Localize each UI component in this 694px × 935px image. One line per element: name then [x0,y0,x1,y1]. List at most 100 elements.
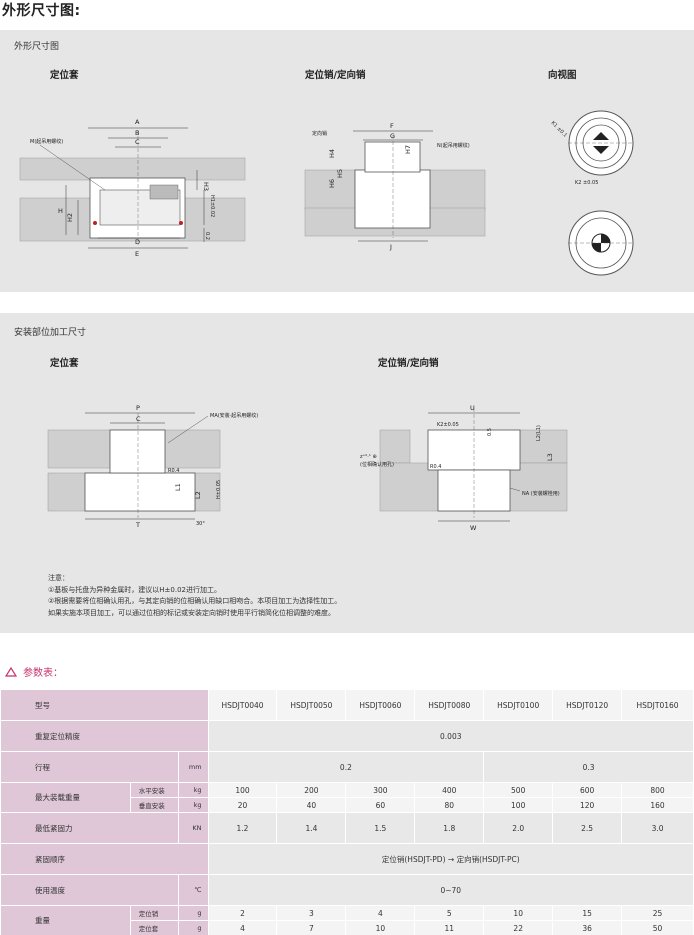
weight-pin-cell: 10 [483,905,554,921]
row-label-model: 型号 [0,689,209,721]
weight-sleeve-cell: 10 [345,920,416,935]
load-h-cell: 600 [552,782,623,798]
table-row-load-v: 垂直安装 kg 20 40 60 80 100 120 160 [1,797,694,813]
unit-clamp: KN [177,812,209,844]
label-M: M(起吊用螺纹) [30,138,63,145]
model-cell: HSDJT0160 [621,689,694,721]
table-row-accuracy: 重复定位精度 0.003 [0,720,694,752]
model-cell: HSDJT0050 [276,689,347,721]
label-K1: K1 ±0.1 [550,120,569,139]
installation-machining-panel: 安装部位加工尺寸 定位套 定位销/定向销 P C T MA(安装·起吊用螺纹) … [0,313,694,633]
arrow-view-drawing: K1 ±0.1 K2 ±0.05 [550,110,634,276]
label-P: P [136,404,140,412]
accuracy-value: 0.003 [207,720,694,752]
label-NA: NA (安装螺栓用) [522,490,560,497]
load-h-cell: 400 [414,782,485,798]
table-row-load-h: 最大装载重量 水平安装 kg 100 200 300 400 500 600 8… [0,782,694,813]
row-label-order: 紧固顺序 [0,843,209,875]
stroke-value-2: 0.3 [483,751,694,783]
row-label-load: 最大装载重量 [0,782,131,813]
weight-sleeve-cell: 22 [483,920,554,935]
label-U: U [470,404,475,412]
weight-sleeve-cell: 4 [207,920,278,935]
table-row-model: 型号 HSDJT0040 HSDJT0050 HSDJT0060 HSDJT00… [0,689,694,721]
sleeve-drawing: A B C D E H H2 H3 H1±0.02 0.2 M(起吊用螺纹) [19,118,246,258]
clamp-cell: 3.0 [621,812,694,844]
weight-sleeve-label: 定位套 [129,920,179,935]
load-v-cell: 40 [276,797,347,813]
weight-sleeve-cell: 11 [414,920,485,935]
load-v-cell: 120 [552,797,623,813]
param-title-text: 参数表： [23,668,63,679]
load-h-label: 水平安装 [129,782,179,798]
row-label-weight: 重量 [0,905,131,935]
notes: 注意： ①基板与托盘为异种金属时，建议以H±0.02进行加工。 ②根据需要将位相… [48,573,341,619]
table-row-stroke: 行程 mm 0.2 0.3 [0,751,694,783]
label-A: A [135,118,140,126]
label-W: W [470,524,477,532]
pin-hole-drawing: U W K2±0.05 0.5 L2(L1) L3 R0.4 NA (安装螺栓用… [360,404,568,532]
weight-pin-cell: 5 [414,905,485,921]
label-B: B [135,129,139,137]
outline-drawing: A B C D E H H2 H3 H1±0.02 0.2 M(起吊用螺纹) F… [19,110,634,276]
weight-pin-cell: 2 [207,905,278,921]
label-H: H [58,207,63,215]
unit-temp: ℃ [177,874,209,906]
weight-pin-cell: 3 [276,905,347,921]
label-H: H±0.05 [216,480,222,499]
label-K2: K2 ±0.05 [575,180,598,186]
label-L2L1: L2(L1) [536,425,542,441]
note-line: 如果实施本项目加工，可以通过位相的标记或安装定向销时使用平行销简化位相调整的难度… [48,608,335,617]
label-H6: H6 [328,179,336,188]
label-05: 0.5 [487,428,493,436]
load-v-cell: 100 [483,797,554,813]
sleeve-hole-drawing: P C T MA(安装·起吊用螺纹) R0.4 L1 L2 H±0.05 30° [47,404,258,529]
load-v-cell: 160 [621,797,694,813]
label-H3: H3 [202,182,210,191]
note-line: 注意： [48,574,69,582]
load-h-cell: 200 [276,782,347,798]
table-row-temp: 使用温度 ℃ 0~70 [0,874,694,906]
load-h-cell: 300 [345,782,416,798]
label-02: 0.2 [204,232,210,240]
label-H5: H5 [336,169,344,178]
load-h-cell: 800 [621,782,694,798]
clamp-cell: 1.4 [276,812,347,844]
table-row-weight-sleeve: 定位套 g 4 7 10 11 22 36 50 [1,920,694,935]
label-hole: (位相确认用孔) [360,461,394,468]
label-phi: z⁺⁰·¹ ⊕ [360,454,377,460]
page-heading: 外形尺寸图: [2,3,81,19]
pin-drawing: F G J H4 H6 H5 H7 定向销 N(起吊用螺纹) [304,122,486,251]
model-cell: HSDJT0100 [483,689,554,721]
label-N: N(起吊用螺纹) [437,142,470,149]
outline-dimension-panel: 外形尺寸图 定位套 定位销/定向销 向视图 A B C [0,30,694,292]
label-T: T [135,521,140,529]
table-row-clamp: 最低紧固力 KN 1.2 1.4 1.5 1.8 2.0 2.5 3.0 [0,812,694,844]
load-v-label: 垂直安装 [129,797,179,813]
order-value: 定位销(HSDJT-PD) → 定向销(HSDJT-PC) [207,843,694,875]
section-title-pin: 定位销/定向销 [378,358,439,369]
installation-drawing: P C T MA(安装·起吊用螺纹) R0.4 L1 L2 H±0.05 30°… [47,404,568,532]
row-label-accuracy: 重复定位精度 [0,720,209,752]
label-R04: R0.4 [168,468,179,474]
clamp-cell: 1.2 [207,812,278,844]
label-E: E [135,250,139,258]
row-label-clamp: 最低紧固力 [0,812,179,844]
stroke-value-1: 0.2 [207,751,485,783]
model-cell: HSDJT0040 [207,689,278,721]
section-title-sleeve: 定位套 [50,70,79,81]
weight-pin-cell: 15 [552,905,623,921]
label-30deg: 30° [196,521,205,527]
section-title-pin: 定位销/定向销 [305,70,366,81]
label-H2: H2 [66,213,74,222]
unit-load-v: kg [177,797,209,813]
weight-pin-cell: 4 [345,905,416,921]
table-row-order: 紧固顺序 定位销(HSDJT-PD) → 定向销(HSDJT-PC) [0,843,694,875]
clamp-cell: 1.5 [345,812,416,844]
model-cell: HSDJT0080 [414,689,485,721]
label-H4: H4 [328,149,336,158]
weight-sleeve-cell: 50 [621,920,694,935]
unit-load-h: kg [177,782,209,798]
load-v-cell: 60 [345,797,416,813]
clamp-cell: 2.5 [552,812,623,844]
